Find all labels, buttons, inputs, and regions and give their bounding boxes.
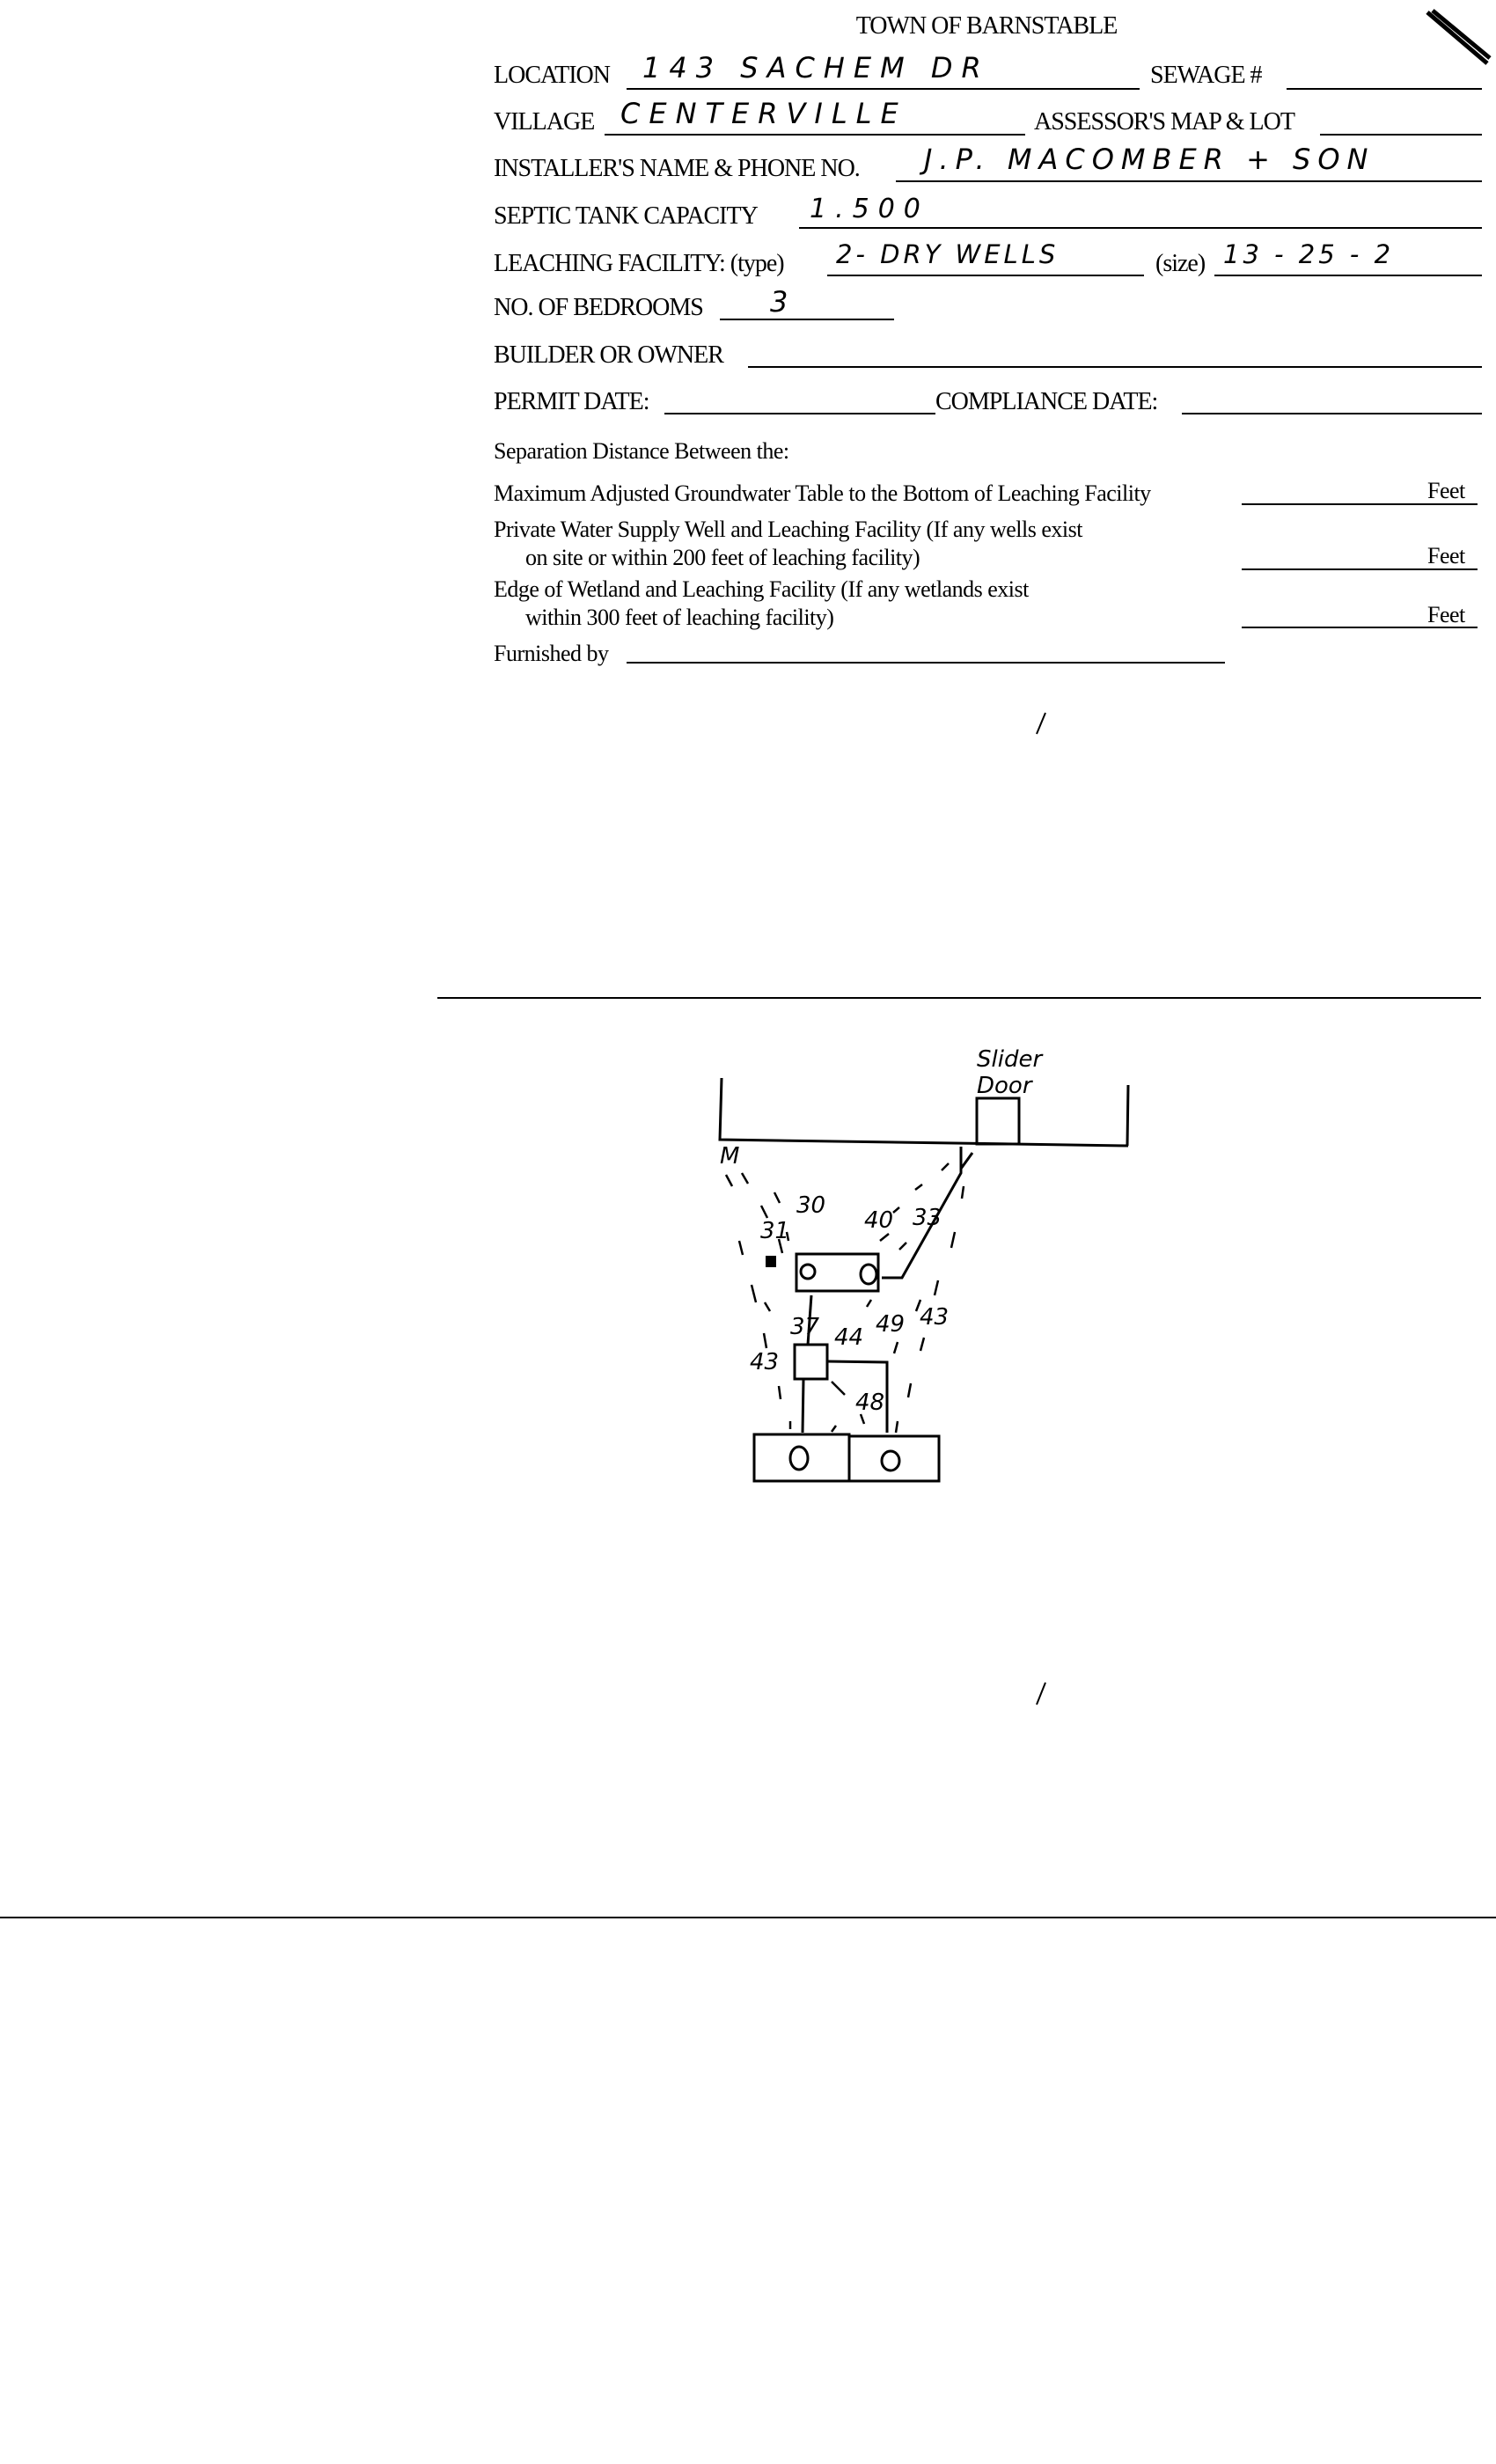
measurement-label: 33 [913,1205,942,1231]
installer-label: INSTALLER'S NAME & PHONE NO. [494,155,861,182]
house-outline [718,1077,1130,1148]
leaching-size-label: (size) [1155,250,1206,277]
bedrooms-value: 3 [770,285,797,319]
separation-row-2-text: Private Water Supply Well and Leaching F… [494,517,1082,542]
measurement-label: 30 [796,1192,825,1219]
measurement-dashes [724,1162,965,1434]
pipe-dbox-to-well-2 [826,1360,889,1433]
pipe-tank-to-dbox [806,1294,813,1346]
measurement-label: 40 [864,1207,893,1234]
measurement-label: 37 [790,1314,820,1340]
sewage-label: SEWAGE # [1150,62,1263,89]
leaching-type-label: LEACHING FACILITY: (type) [494,250,785,277]
village-value: CENTERVILLE [620,97,907,130]
separation-row-3-text: Edge of Wetland and Leaching Facility (I… [494,576,1029,602]
leaching-type-field[interactable] [827,275,1144,276]
stray-slash [1036,712,1046,735]
measurement-label: 43 [750,1349,779,1375]
staple-mark [1426,9,1492,65]
separation-row-1-text: Maximum Adjusted Groundwater Table to th… [494,480,1151,506]
separation-row-3-text-cont: within 300 feet of leaching facility) [525,605,834,630]
furnished-by-label: Furnished by [494,641,609,666]
assessor-label: ASSESSOR'S MAP & LOT [1034,108,1295,136]
builder-field[interactable] [748,366,1482,368]
village-label: VILLAGE [494,108,595,136]
location-field[interactable] [627,88,1140,90]
septic-tank [795,1252,880,1293]
slider-label: Slider [977,1046,1044,1073]
dry-well-1-circle [788,1445,810,1471]
location-value: 143 SACHEM DR [642,51,990,84]
tank-inlet [799,1263,817,1280]
permit-date-field[interactable] [664,413,935,414]
tank-capacity-value: 1.500 [810,194,929,224]
feet-unit: Feet [1427,602,1465,627]
feet-unit: Feet [1427,478,1465,503]
sewage-field[interactable] [1287,88,1482,90]
distribution-box [793,1343,829,1381]
tank-outlet [859,1263,878,1286]
installer-field[interactable] [896,180,1482,182]
measurement-label: 31 [760,1218,789,1244]
ink-blot [766,1256,776,1267]
measurement-label: 43 [920,1304,949,1331]
bedrooms-field[interactable] [720,319,894,320]
separation-heading: Separation Distance Between the: [494,438,789,464]
tank-capacity-label: SEPTIC TANK CAPACITY [494,202,759,230]
section-divider [437,997,1481,999]
measurement-label: 49 [876,1311,905,1338]
measurement-label: 44 [834,1324,863,1351]
dry-well-2 [847,1434,941,1483]
leaching-size-field[interactable] [1214,275,1482,276]
pipe-to-tank [882,1147,974,1280]
wetland-distance-field[interactable] [1242,627,1478,628]
permit-date-label: PERMIT DATE: [494,388,649,415]
feet-unit: Feet [1427,543,1465,568]
assessor-field[interactable] [1320,134,1482,136]
leaching-type-value: 2- DRY WELLS [836,239,1060,269]
measurement-label: 48 [855,1390,884,1416]
corner-mark: M [720,1143,739,1170]
bottom-divider [0,1917,1496,1918]
stray-slash [1036,1682,1046,1705]
builder-label: BUILDER OR OWNER [494,341,724,369]
installer-value: J.P. MACOMBER + SON [924,143,1375,176]
furnished-by-field[interactable] [627,662,1225,664]
location-label: LOCATION [494,62,611,89]
slider-door [975,1096,1021,1146]
bedrooms-label: NO. OF BEDROOMS [494,294,704,321]
dry-well-2-circle [880,1449,901,1472]
dry-well-1 [752,1433,851,1483]
village-field[interactable] [605,134,1025,136]
tank-capacity-field[interactable] [799,227,1482,229]
door-label: Door [977,1073,1034,1099]
well-distance-field[interactable] [1242,568,1478,570]
page-title: TOWN OF BARNSTABLE [855,12,1118,40]
groundwater-distance-field[interactable] [1242,503,1478,505]
leaching-size-value: 13 - 25 - 2 [1223,239,1395,269]
separation-row-2-text-cont: on site or within 200 feet of leaching f… [525,545,920,570]
compliance-date-field[interactable] [1182,413,1482,414]
compliance-date-label: COMPLIANCE DATE: [935,388,1158,415]
